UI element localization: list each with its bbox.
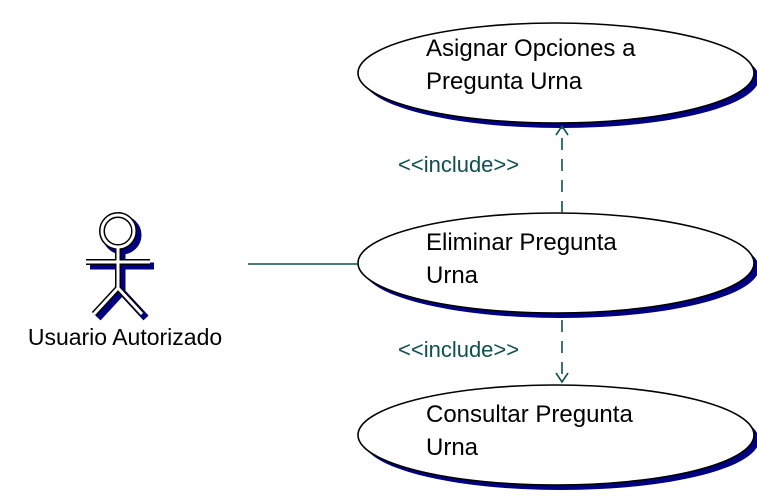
use-case-label-line-2: Urna xyxy=(426,262,479,289)
use-case-label-line-1: Asignar Opciones a xyxy=(426,35,636,62)
use-case-asignar-opciones[interactable]: Asignar Opciones a Pregunta Urna xyxy=(357,22,757,128)
use-case-label-line-2: Urna xyxy=(426,434,479,461)
use-case-label-line-1: Consultar Pregunta xyxy=(426,401,633,428)
actor-stick-figure-icon xyxy=(86,212,154,321)
use-case-label-line-2: Pregunta Urna xyxy=(426,68,583,95)
use-case-ellipse xyxy=(357,384,755,486)
use-case-eliminar-pregunta[interactable]: Eliminar Pregunta Urna xyxy=(357,212,757,318)
use-case-ellipse xyxy=(357,212,755,314)
actor-name-label: Usuario Autorizado xyxy=(28,324,222,350)
actor-usuario-autorizado[interactable]: Usuario Autorizado xyxy=(28,212,222,350)
use-case-ellipse xyxy=(357,22,755,124)
include-relation-consultar[interactable]: <<include>> xyxy=(398,320,569,384)
include-relation-asignar[interactable]: <<include>> xyxy=(398,124,569,213)
use-case-consultar-pregunta[interactable]: Consultar Pregunta Urna xyxy=(357,384,757,490)
include-stereotype-label: <<include>> xyxy=(398,152,519,177)
include-stereotype-label: <<include>> xyxy=(398,337,519,362)
use-case-label-line-1: Eliminar Pregunta xyxy=(426,229,617,256)
